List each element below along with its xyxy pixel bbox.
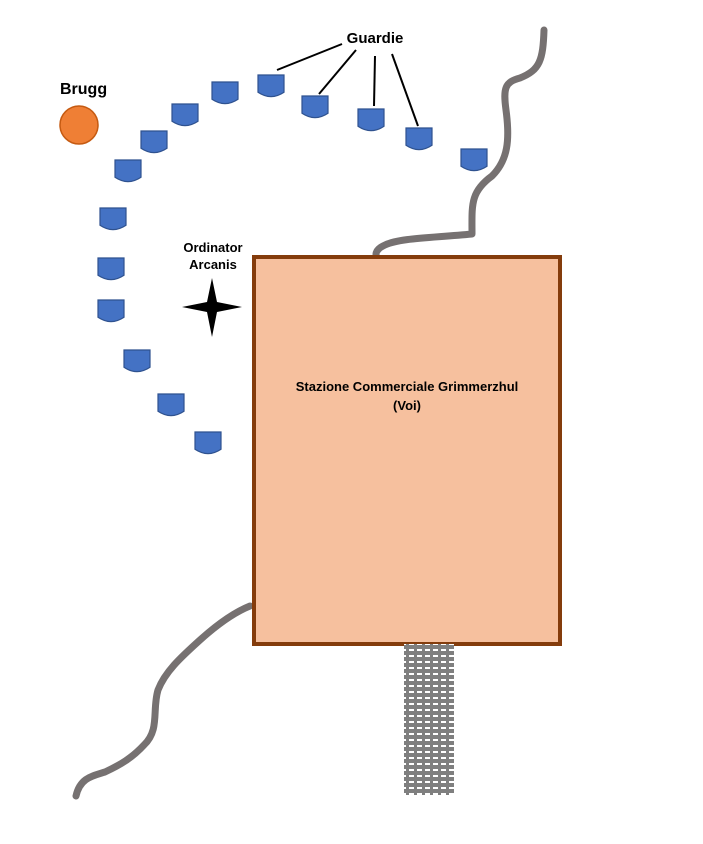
river-north bbox=[372, 26, 548, 262]
guard-shield-icon bbox=[97, 257, 125, 281]
bridge-walkway bbox=[404, 644, 454, 795]
guard-shield-icon bbox=[140, 130, 168, 154]
brugg-marker bbox=[59, 105, 99, 145]
four-point-star-icon bbox=[182, 278, 242, 337]
station-label-name: Stazione Commerciale Grimmerzhul bbox=[295, 379, 519, 394]
trading-station-building bbox=[252, 255, 562, 646]
guard-group bbox=[97, 74, 488, 455]
guardie-leader-lines bbox=[276, 43, 419, 127]
guard-shield-icon bbox=[211, 81, 239, 105]
guard-shield-icon bbox=[460, 148, 488, 172]
guard-shield-icon bbox=[301, 95, 329, 119]
ordinator-label: Ordinator Arcanis bbox=[166, 239, 260, 273]
station-label: Stazione Commerciale Grimmerzhul (Voi) bbox=[257, 377, 557, 415]
guard-shield-icon bbox=[99, 207, 127, 231]
brugg-label: Brugg bbox=[60, 81, 108, 98]
ordinator-label-line1: Ordinator bbox=[183, 240, 243, 255]
station-label-owner: (Voi) bbox=[393, 398, 421, 413]
guard-shield-icon bbox=[157, 393, 185, 417]
guard-shield-icon bbox=[97, 299, 125, 323]
ordinator-label-line2: Arcanis bbox=[189, 257, 237, 272]
guardie-label: Guardie bbox=[346, 30, 404, 47]
guard-shield-icon bbox=[357, 108, 385, 132]
guard-shield-icon bbox=[405, 127, 433, 151]
guard-shield-icon bbox=[257, 74, 285, 98]
guard-shield-icon bbox=[123, 349, 151, 373]
guard-shield-icon bbox=[114, 159, 142, 183]
guard-shield-icon bbox=[194, 431, 222, 455]
river-southwest bbox=[72, 602, 254, 800]
guard-shield-icon bbox=[171, 103, 199, 127]
